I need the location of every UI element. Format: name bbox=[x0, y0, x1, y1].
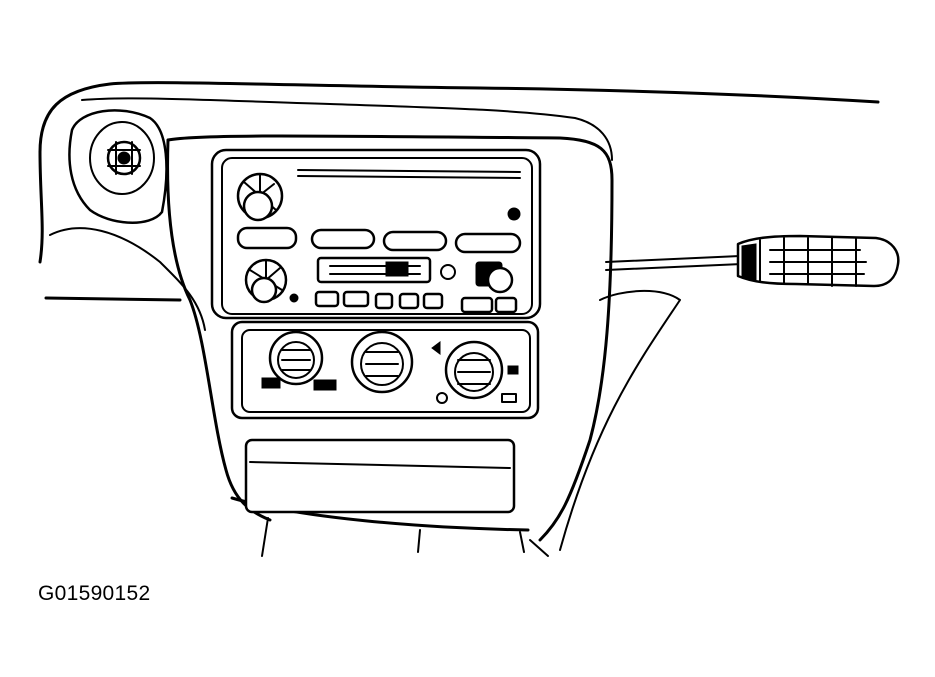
volume-knob-icon bbox=[236, 172, 284, 222]
right-lower-contour bbox=[559, 290, 681, 551]
balance-knob-icon bbox=[486, 266, 514, 294]
preset-button-1 bbox=[236, 226, 298, 250]
radio-faceplate bbox=[210, 148, 542, 320]
radio-small-buttons bbox=[314, 290, 518, 314]
center-bezel-outline bbox=[166, 134, 614, 542]
climate-panel-inner bbox=[241, 329, 531, 413]
cassette-door bbox=[316, 256, 432, 284]
fan-symbol-icon bbox=[431, 341, 441, 355]
display-window bbox=[385, 261, 409, 277]
rear-defog-icon bbox=[436, 392, 448, 404]
tune-knob-icon bbox=[244, 258, 288, 304]
dash-left-lower-edge bbox=[44, 296, 182, 302]
fan-speed-knob-icon bbox=[268, 330, 324, 386]
air-vent-rim bbox=[89, 121, 155, 195]
small-button-icon bbox=[289, 293, 299, 303]
preset-button-3 bbox=[382, 230, 448, 252]
recirc-button-icon bbox=[261, 377, 281, 389]
cd-slot bbox=[297, 169, 521, 179]
storage-pocket bbox=[244, 438, 516, 514]
dash-left-crease bbox=[49, 227, 206, 331]
defrost-symbol-icon bbox=[507, 365, 519, 375]
dash-top-edge bbox=[38, 81, 880, 154]
ac-button-icon bbox=[313, 379, 337, 391]
temperature-knob-icon bbox=[350, 330, 414, 394]
seek-button-icon bbox=[440, 264, 456, 280]
storage-pocket-lip bbox=[249, 461, 511, 469]
preset-button-4 bbox=[454, 232, 522, 254]
preset-button-2 bbox=[310, 228, 376, 250]
max-ac-icon bbox=[501, 393, 517, 403]
air-vent-knob-icon bbox=[106, 140, 142, 176]
radio-inner-frame bbox=[221, 157, 533, 315]
console-legs bbox=[261, 517, 549, 557]
screwdriver-icon bbox=[605, 234, 900, 288]
dash-inner-top-edge bbox=[81, 97, 613, 161]
center-bezel-left bbox=[166, 138, 272, 522]
figure-id-label: G01590152 bbox=[38, 582, 151, 605]
eject-button-icon bbox=[507, 207, 521, 221]
mode-knob-icon bbox=[444, 340, 504, 400]
dash-left-edge bbox=[38, 150, 44, 264]
